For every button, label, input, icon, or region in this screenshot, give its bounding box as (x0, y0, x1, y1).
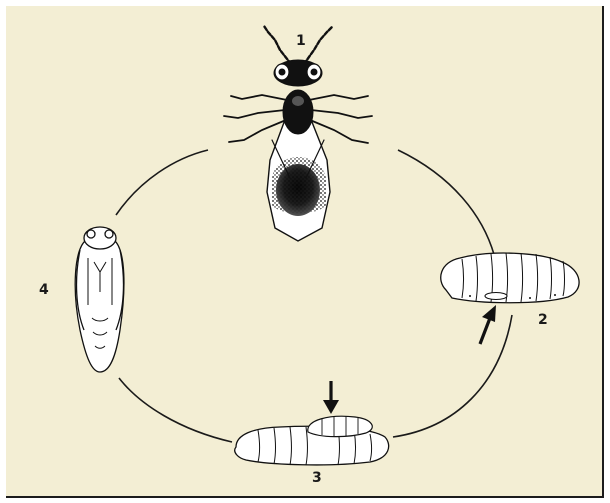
arc-3-to-4 (119, 378, 232, 442)
adult-wasp-icon (224, 26, 372, 241)
stage-label-3: 3 (312, 470, 322, 486)
egg-pointer-arrow (480, 318, 490, 344)
arc-2-to-3 (393, 315, 512, 437)
arc-1-to-2 (398, 150, 496, 262)
stage-label-1: 1 (296, 33, 306, 49)
stage-label-2: 2 (538, 312, 548, 328)
pupa-icon (75, 227, 124, 372)
host-larva-with-parasitoid-larva-icon (235, 381, 389, 465)
stage-label-4: 4 (39, 282, 49, 298)
arc-4-to-1 (116, 150, 208, 215)
host-larva-with-egg-icon (441, 253, 579, 344)
